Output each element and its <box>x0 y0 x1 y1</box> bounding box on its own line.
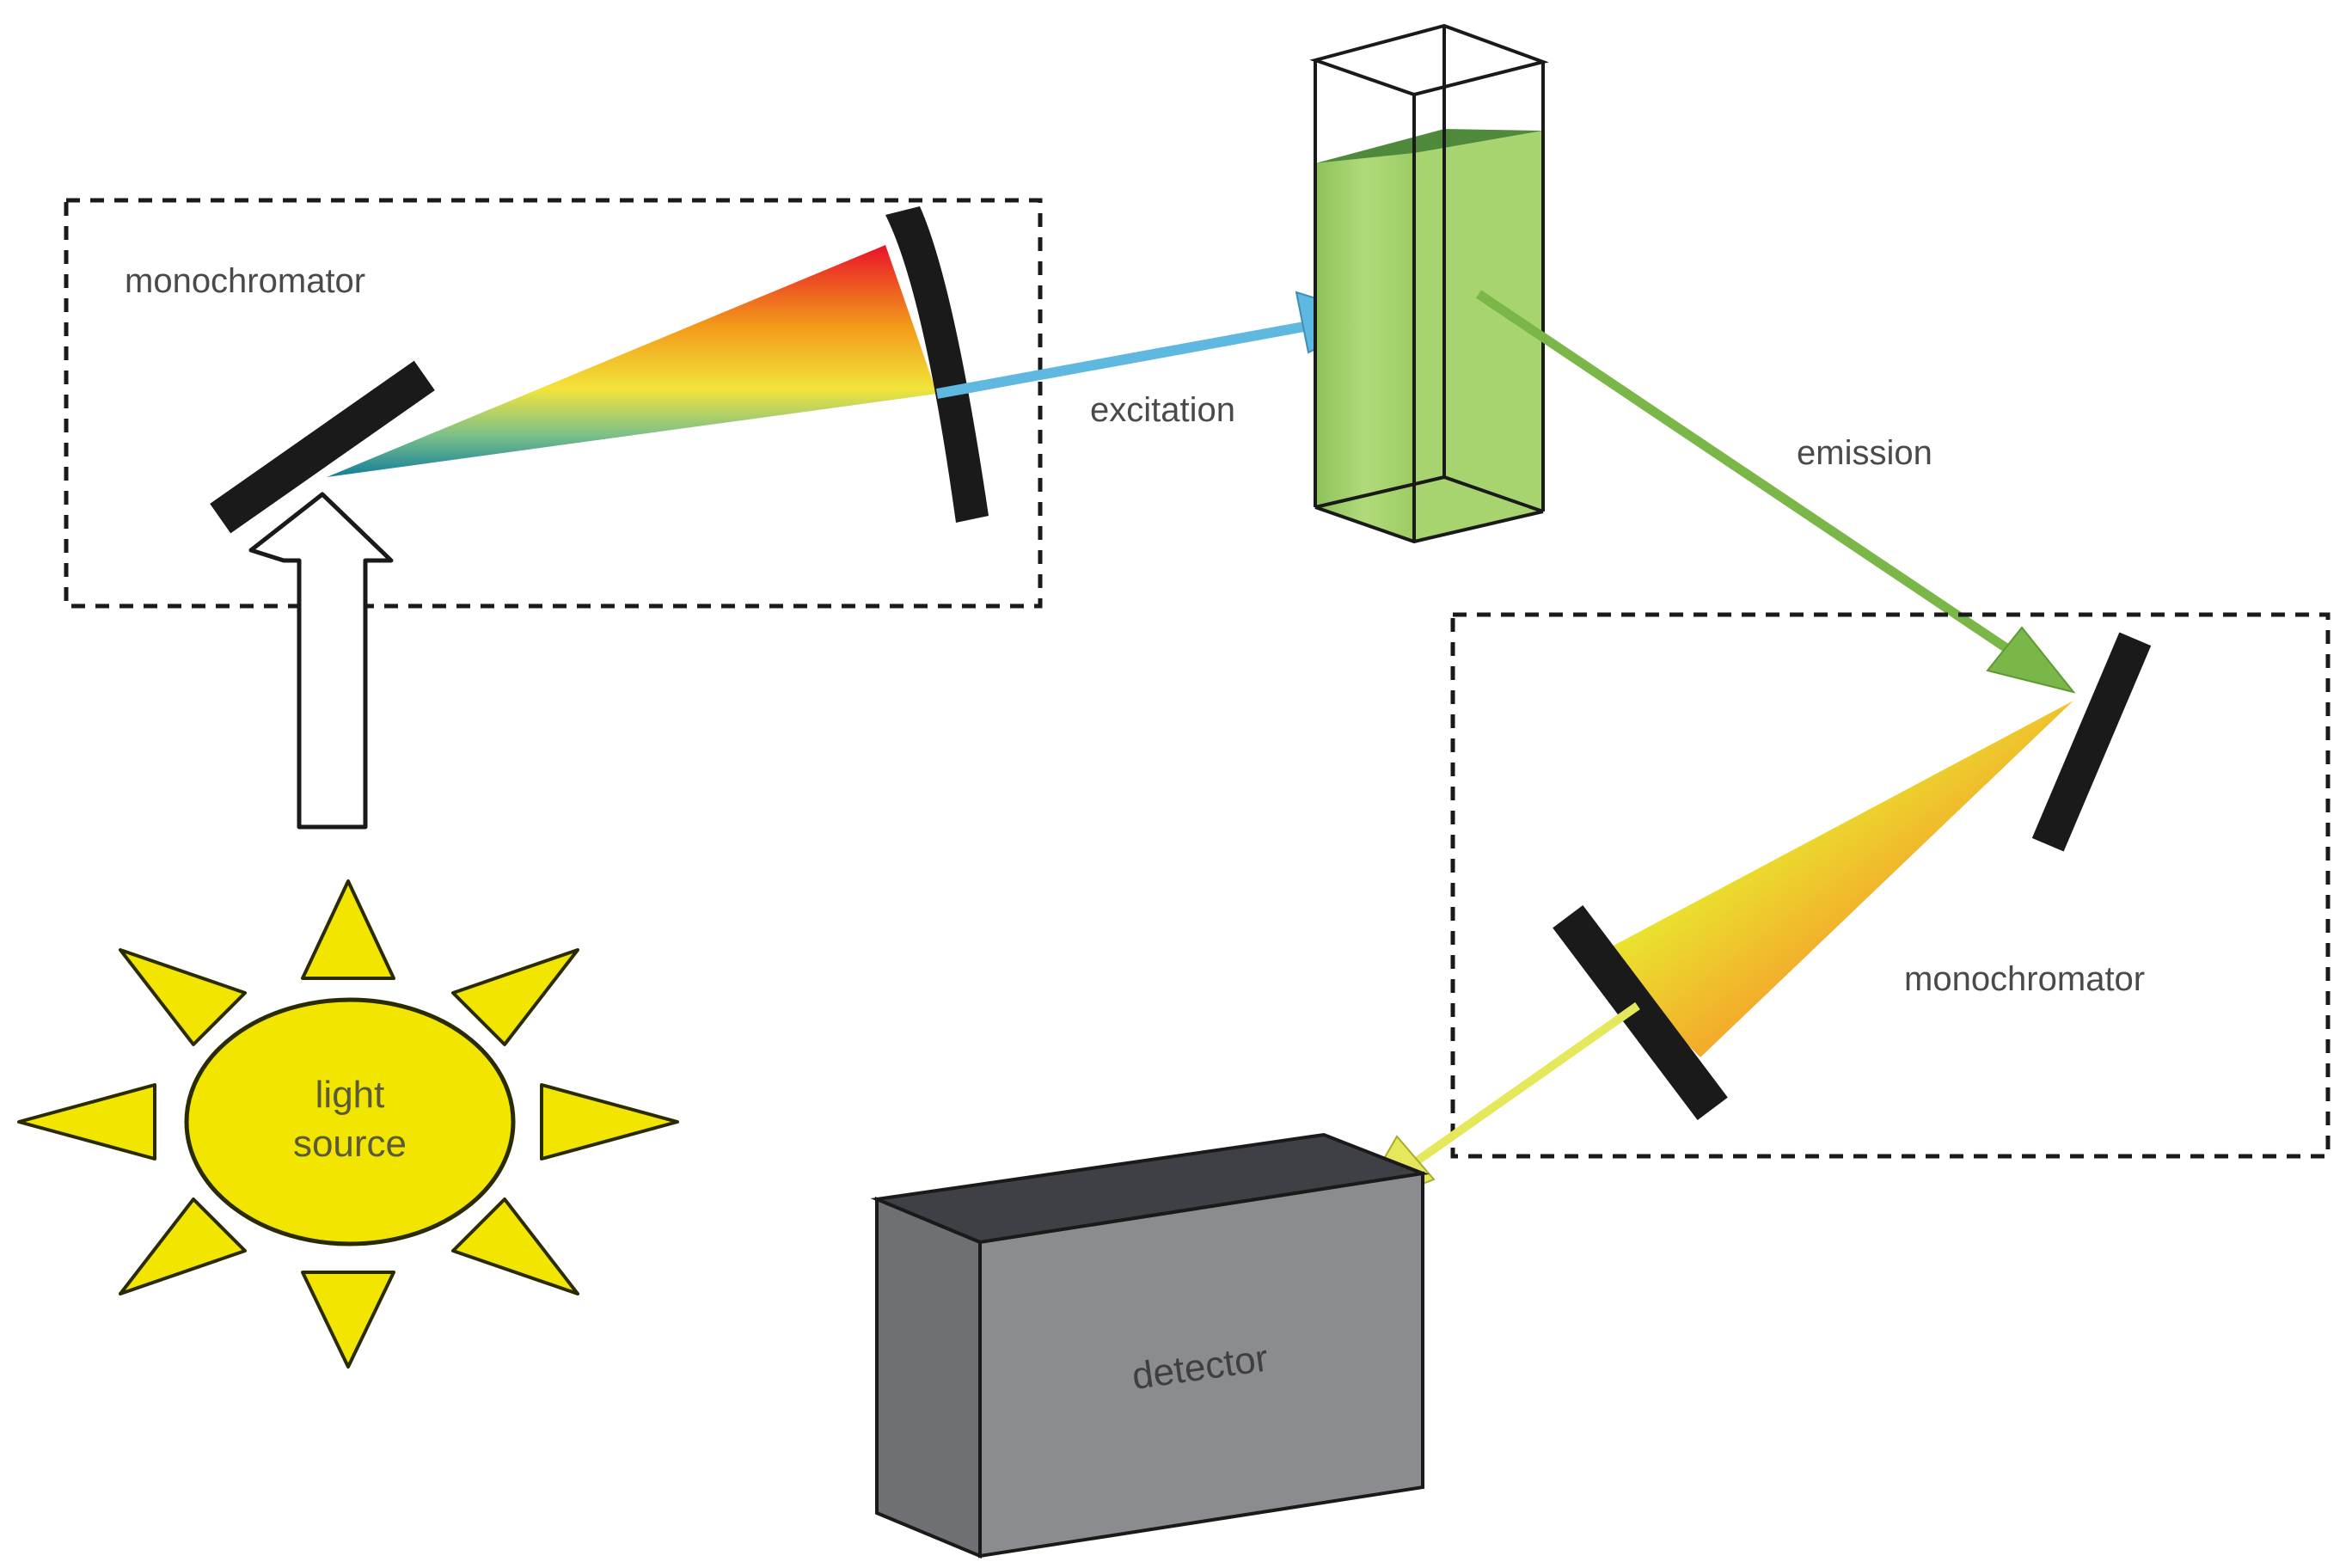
excitation-exit-grating <box>885 206 989 523</box>
emission-spectrum-fan <box>1597 701 2073 1057</box>
excitation-entrance-grating <box>210 360 435 534</box>
emission-monochromator-label: monochromator <box>1904 960 2145 998</box>
emission-monochromator: monochromator <box>1450 612 2331 1159</box>
white-light-arrow <box>248 492 394 830</box>
excitation-label: excitation <box>1090 391 1235 429</box>
sample-cuvette <box>1309 23 1549 544</box>
cuvette-liquid-surface <box>1315 129 1543 163</box>
emission-entrance-grating <box>2031 632 2152 852</box>
detector-front <box>978 1171 1424 1559</box>
excitation-monochromator-label: monochromator <box>125 262 365 300</box>
excitation-monochromator-box <box>64 198 1043 609</box>
emission-label: emission <box>1797 434 1932 472</box>
emission-beam <box>1475 290 2076 694</box>
emission-monochromator-box <box>1450 612 2331 1159</box>
emission-exit-grating <box>1553 904 1728 1121</box>
excitation-monochromator: monochromator <box>64 198 1043 609</box>
detector: detector <box>870 1132 1430 1559</box>
detector-side <box>875 1197 982 1559</box>
light-source: light source <box>17 879 679 1369</box>
light-source-rays <box>17 879 679 1369</box>
excitation-spectrum-fan <box>327 245 937 477</box>
light-source-body <box>184 997 516 1246</box>
light-source-label-line1: light <box>315 1074 385 1116</box>
excitation-beam <box>935 291 1382 399</box>
light-source-label-line2: source <box>293 1123 407 1165</box>
